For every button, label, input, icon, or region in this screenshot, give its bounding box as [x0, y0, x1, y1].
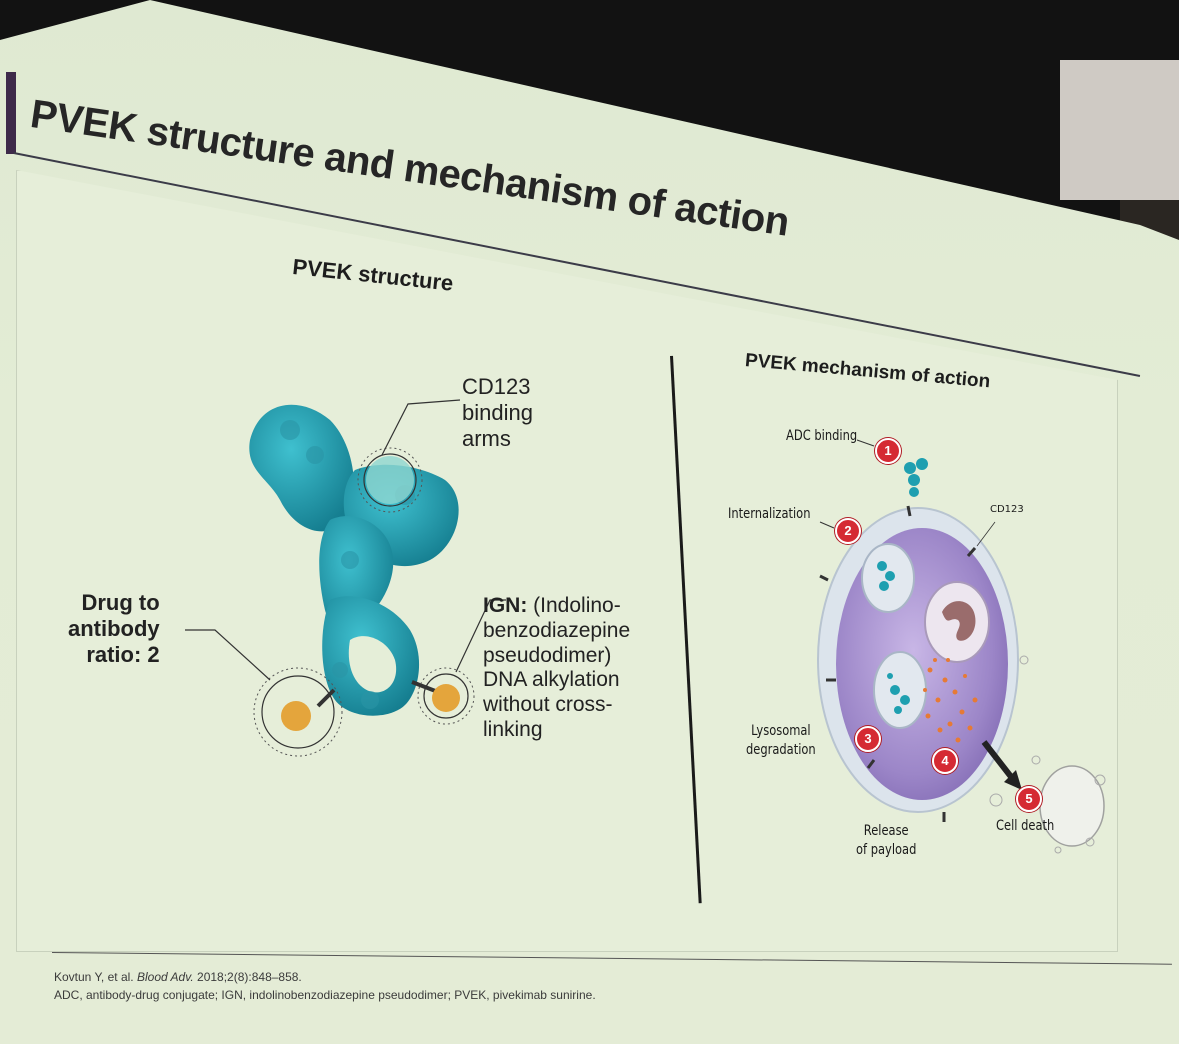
ign-label-line: IGN: (Indolino-: [483, 594, 630, 619]
dar-label-line: Drug to: [81, 590, 160, 615]
step-cell-death-label: Cell death: [996, 818, 1055, 834]
step-lysosomal-line: degradation: [746, 741, 816, 758]
cd123-receptor-label: CD123: [990, 504, 1024, 515]
step-badge-5: 5: [1016, 786, 1042, 812]
reference-details: 2018;2(8):848–858.: [197, 970, 302, 984]
cd123-label-line: arms: [462, 425, 511, 451]
step-internalization-label: Internalization: [728, 506, 811, 522]
room-background-wall: [1060, 60, 1179, 200]
step-lysosomal-line: Lysosomal: [751, 723, 811, 739]
ign-label-line: linking: [483, 717, 543, 741]
reference-authors: Kovtun Y, et al.: [54, 970, 134, 984]
dar-label-line: antibody: [68, 615, 160, 641]
cd123-label: CD123 binding arms: [462, 374, 533, 452]
abbreviations-note: ADC, antibody-drug conjugate; IGN, indol…: [54, 988, 596, 1002]
step-adc-binding-label: ADC binding: [786, 428, 858, 444]
ign-label-line: without cross-: [483, 693, 613, 717]
step-badge-1: 1: [875, 438, 901, 464]
step-release-line: Release: [863, 823, 909, 839]
reference-journal: Blood Adv.: [136, 970, 194, 984]
step-badge-3: 3: [855, 726, 881, 752]
step-release-line: of payload: [856, 841, 917, 858]
ign-label-line: benzodiazepine: [483, 618, 631, 642]
title-accent-bar: [6, 72, 16, 154]
ign-label-bold: IGN:: [483, 594, 528, 617]
ign-label-line: DNA alkylation: [483, 668, 620, 692]
step-lysosomal-label: Lysosomal degradation: [746, 722, 816, 760]
cd123-label-line: CD123: [462, 374, 531, 399]
ign-label-line: pseudodimer): [483, 643, 612, 667]
cd123-label-line: binding: [462, 399, 533, 425]
step-release-label: Release of payload: [856, 822, 916, 860]
ign-label: IGN: (Indolino- benzodiazepine pseudodim…: [483, 594, 630, 743]
step-badge-4: 4: [932, 748, 958, 774]
dar-label-line: ratio: 2: [86, 641, 160, 667]
reference-citation: Kovtun Y, et al. Blood Adv. 2018;2(8):84…: [54, 970, 302, 984]
step-badge-2: 2: [835, 518, 861, 544]
dar-label: Drug to antibody ratio: 2: [68, 590, 160, 668]
ign-label-text: (Indolino-: [533, 594, 621, 617]
